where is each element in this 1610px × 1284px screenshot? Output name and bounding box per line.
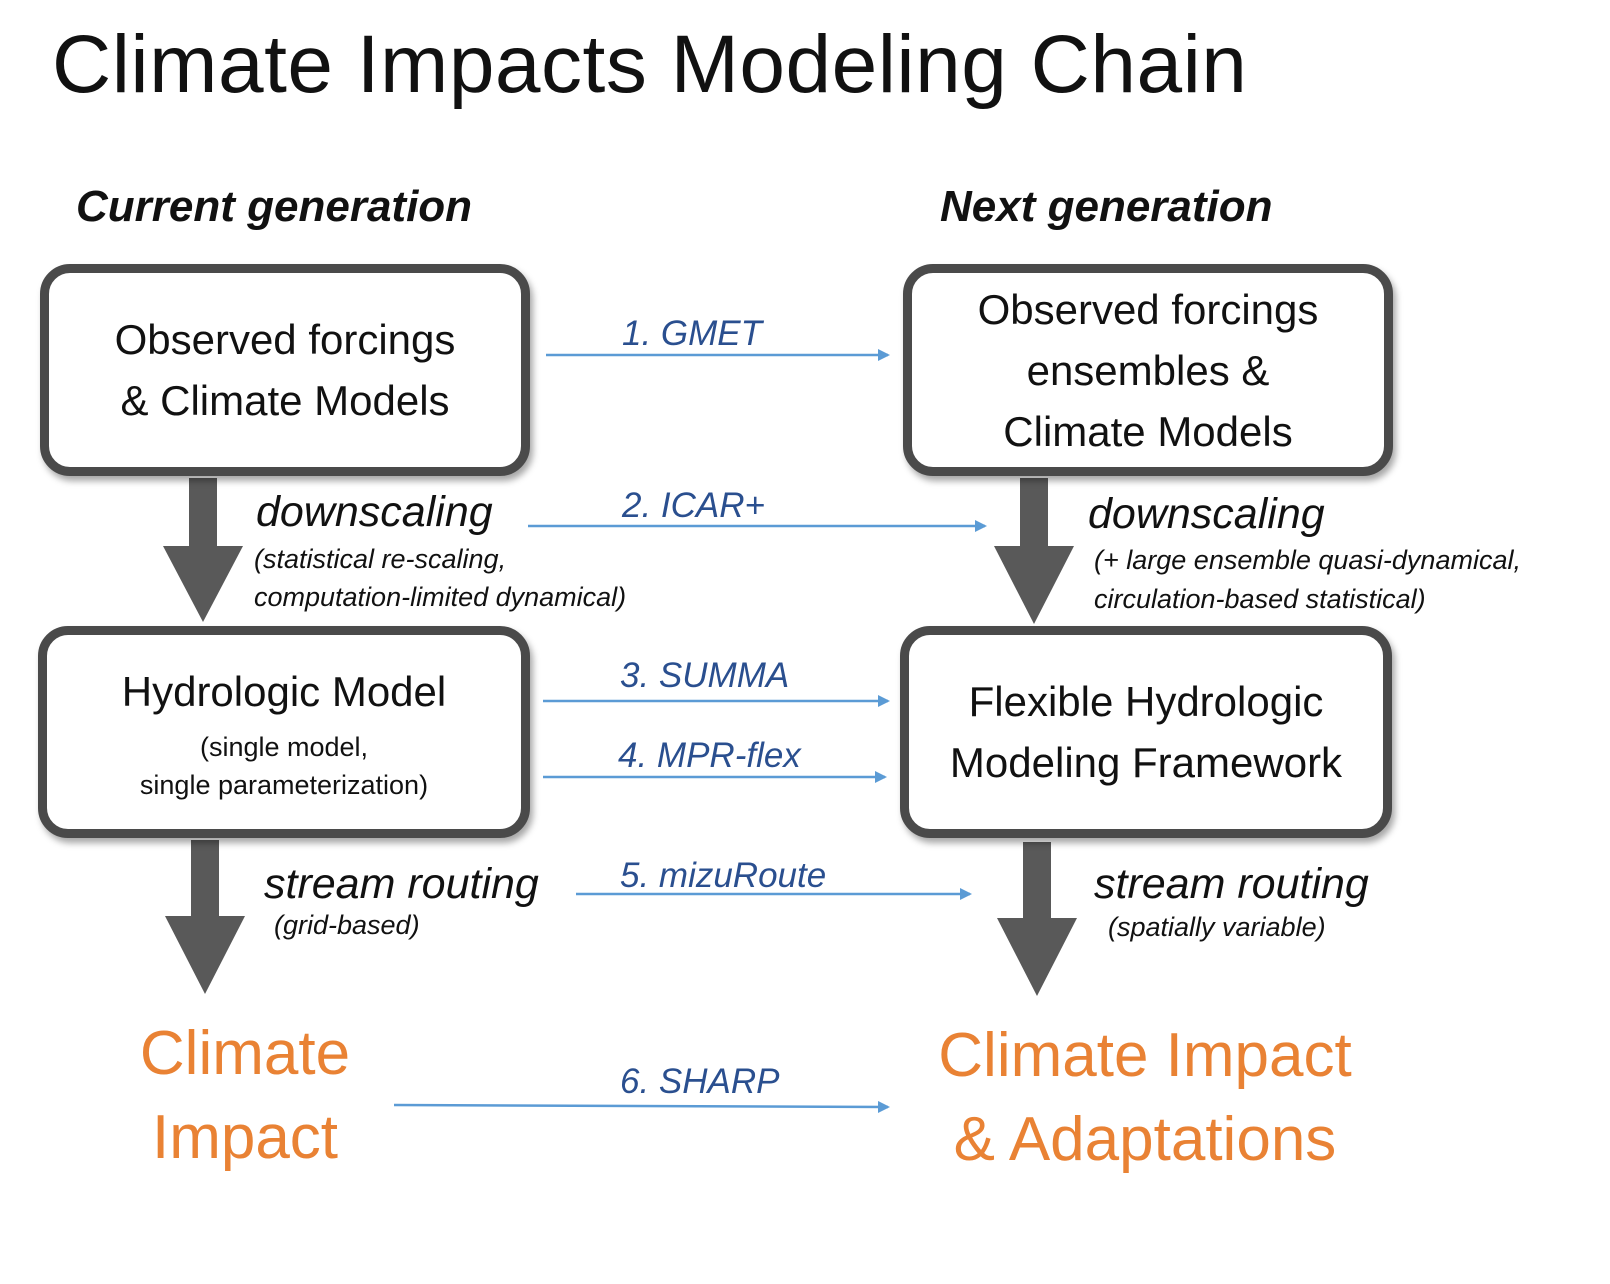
current-impact-line-2: Impact [151, 1103, 339, 1172]
next-forcings-line-3: Climate Models [1003, 407, 1293, 455]
step-3-label: 3. SUMMA [620, 656, 790, 695]
current-routing-arrow [165, 840, 245, 994]
page-title: Climate Impacts Modeling Chain [52, 19, 1248, 110]
current-downscaling-note-1: (statistical re-scaling, [254, 544, 507, 574]
current-downscaling-arrow [163, 478, 243, 622]
flexible-framework-line-2: Modeling Framework [949, 739, 1343, 786]
next-climate-impact: Climate Impact & Adaptations [900, 1014, 1390, 1182]
flexible-framework-box: Flexible Hydrologic Modeling Framework [900, 626, 1392, 838]
step-6-label: 6. SHARP [620, 1062, 780, 1101]
next-forcings-line-1: Observed forcings [977, 285, 1319, 333]
step-6-arrow [393, 1100, 890, 1113]
current-forcings-line-2: & Climate Models [120, 377, 450, 424]
next-downscaling-label: downscaling [1088, 490, 1325, 538]
current-climate-impact: Climate Impact [100, 1012, 390, 1180]
next-downscaling-note-1: (+ large ensemble quasi-dynamical, [1094, 545, 1521, 575]
next-downscaling-arrow [994, 478, 1074, 624]
next-forcings-line-2: ensembles & [1026, 346, 1270, 394]
current-downscaling-note-2: computation-limited dynamical) [254, 582, 627, 612]
current-forcings-line-1: Observed forcings [114, 316, 456, 363]
step-1-label: 1. GMET [622, 314, 763, 353]
hydrologic-model-note-2: single parameterization) [139, 769, 429, 800]
flexible-framework-line-1: Flexible Hydrologic [968, 678, 1324, 725]
hydrologic-model-note-1: (single model, [199, 731, 369, 762]
next-impact-line-2: & Adaptations [953, 1105, 1337, 1174]
current-generation-heading: Current generation [76, 182, 473, 231]
next-downscaling-note-2: circulation-based statistical) [1094, 584, 1426, 614]
next-routing-label: stream routing [1094, 860, 1369, 908]
next-routing-note: (spatially variable) [1108, 912, 1326, 942]
current-impact-line-1: Climate [139, 1019, 351, 1088]
current-downscaling-label: downscaling [256, 488, 493, 536]
step-4-label: 4. MPR-flex [618, 736, 801, 775]
current-forcings-box: Observed forcings & Climate Models [40, 264, 530, 476]
next-impact-line-1: Climate Impact [938, 1021, 1352, 1090]
next-routing-arrow [997, 842, 1077, 996]
current-routing-label: stream routing [264, 860, 539, 908]
step-5-label: 5. mizuRoute [620, 856, 827, 895]
current-hydrologic-model-box: Hydrologic Model (single model, single p… [38, 626, 530, 838]
step-2-label: 2. ICAR+ [622, 486, 765, 525]
next-forcings-box: Observed forcings ensembles & Climate Mo… [903, 264, 1393, 476]
next-generation-heading: Next generation [940, 182, 1273, 231]
hydrologic-model-title: Hydrologic Model [121, 667, 447, 715]
current-routing-note: (grid-based) [274, 910, 420, 940]
